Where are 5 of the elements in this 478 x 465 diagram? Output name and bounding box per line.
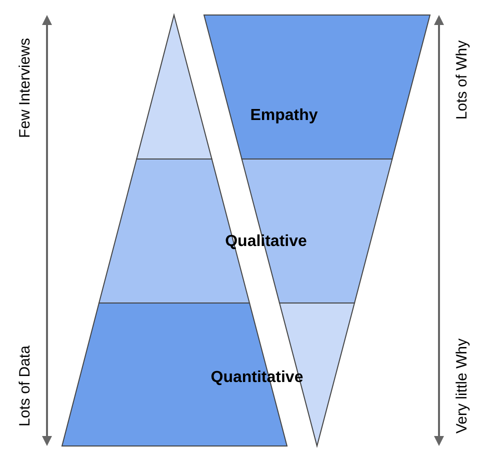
band-label: Empathy xyxy=(250,108,318,124)
axis-label: Lots of Data xyxy=(18,346,32,426)
axis-label: Very little Why xyxy=(454,338,470,434)
axis-label: Lots of Why xyxy=(454,40,470,120)
axis-label: Few Interviews xyxy=(18,38,32,138)
